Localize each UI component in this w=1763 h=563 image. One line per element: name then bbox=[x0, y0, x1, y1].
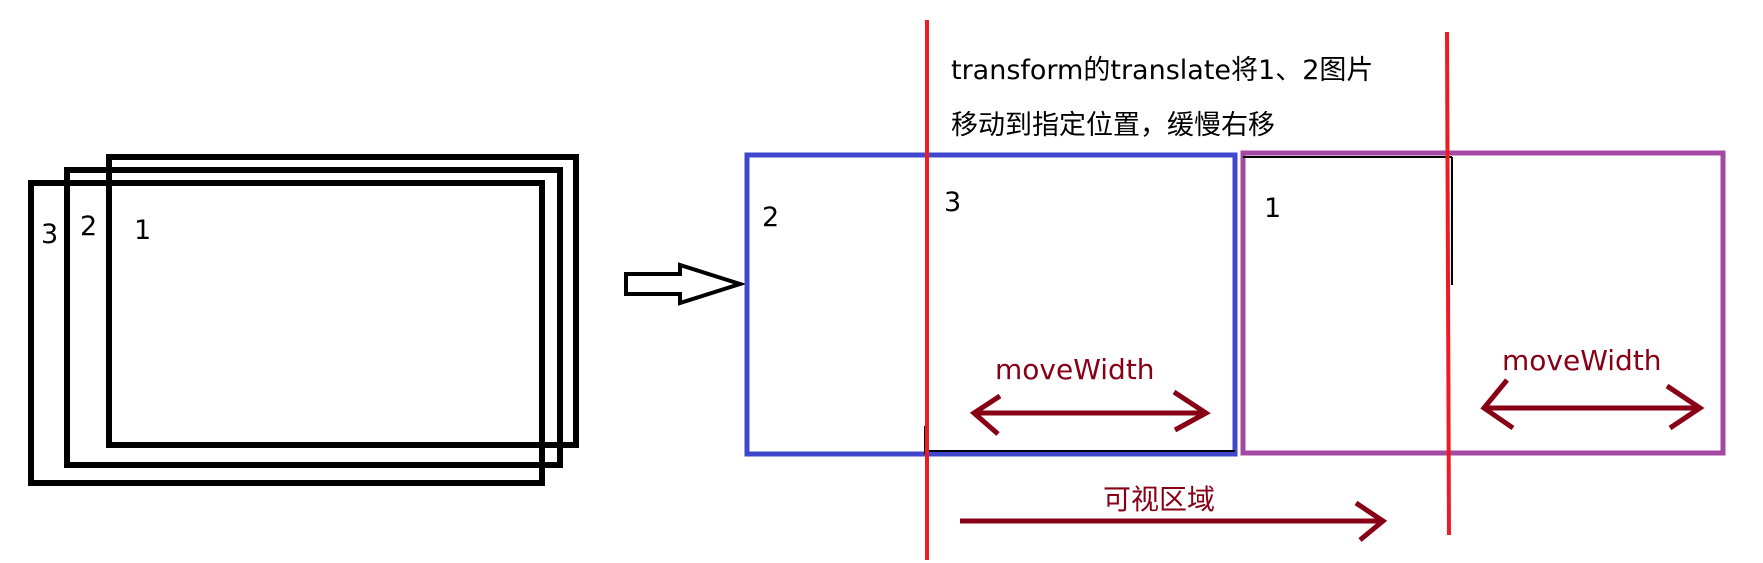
caption-line-1: transform的translate将1、2图片 bbox=[951, 55, 1374, 86]
frame-1-label: 1 bbox=[134, 215, 152, 246]
image-frame-1 bbox=[106, 154, 579, 448]
right-arrow-icon bbox=[960, 500, 1388, 542]
double-headed-arrow-icon bbox=[1480, 378, 1705, 431]
image-frame-3 bbox=[28, 180, 545, 486]
caption-line-2: 移动到指定位置，缓慢右移 bbox=[951, 110, 1275, 141]
blue-image-box bbox=[744, 152, 1238, 457]
blue-box-label-3: 3 bbox=[944, 187, 962, 218]
purple-image-box bbox=[1240, 150, 1726, 456]
blue-move-width-label: moveWidth bbox=[995, 353, 1155, 386]
hollow-right-arrow-icon bbox=[624, 262, 747, 306]
visible-area-label: 可视区域 bbox=[1103, 483, 1216, 516]
blue-box-label-2: 2 bbox=[762, 202, 780, 233]
viewport-right-boundary bbox=[1445, 31, 1451, 536]
frame-3-label: 3 bbox=[41, 219, 59, 250]
frame-2-label: 2 bbox=[80, 211, 98, 242]
image-frame-2 bbox=[64, 167, 563, 468]
image-stack bbox=[28, 154, 579, 486]
purple-move-width-label: moveWidth bbox=[1502, 344, 1662, 377]
double-headed-arrow-icon bbox=[969, 389, 1211, 436]
purple-box-label-1: 1 bbox=[1264, 193, 1282, 224]
